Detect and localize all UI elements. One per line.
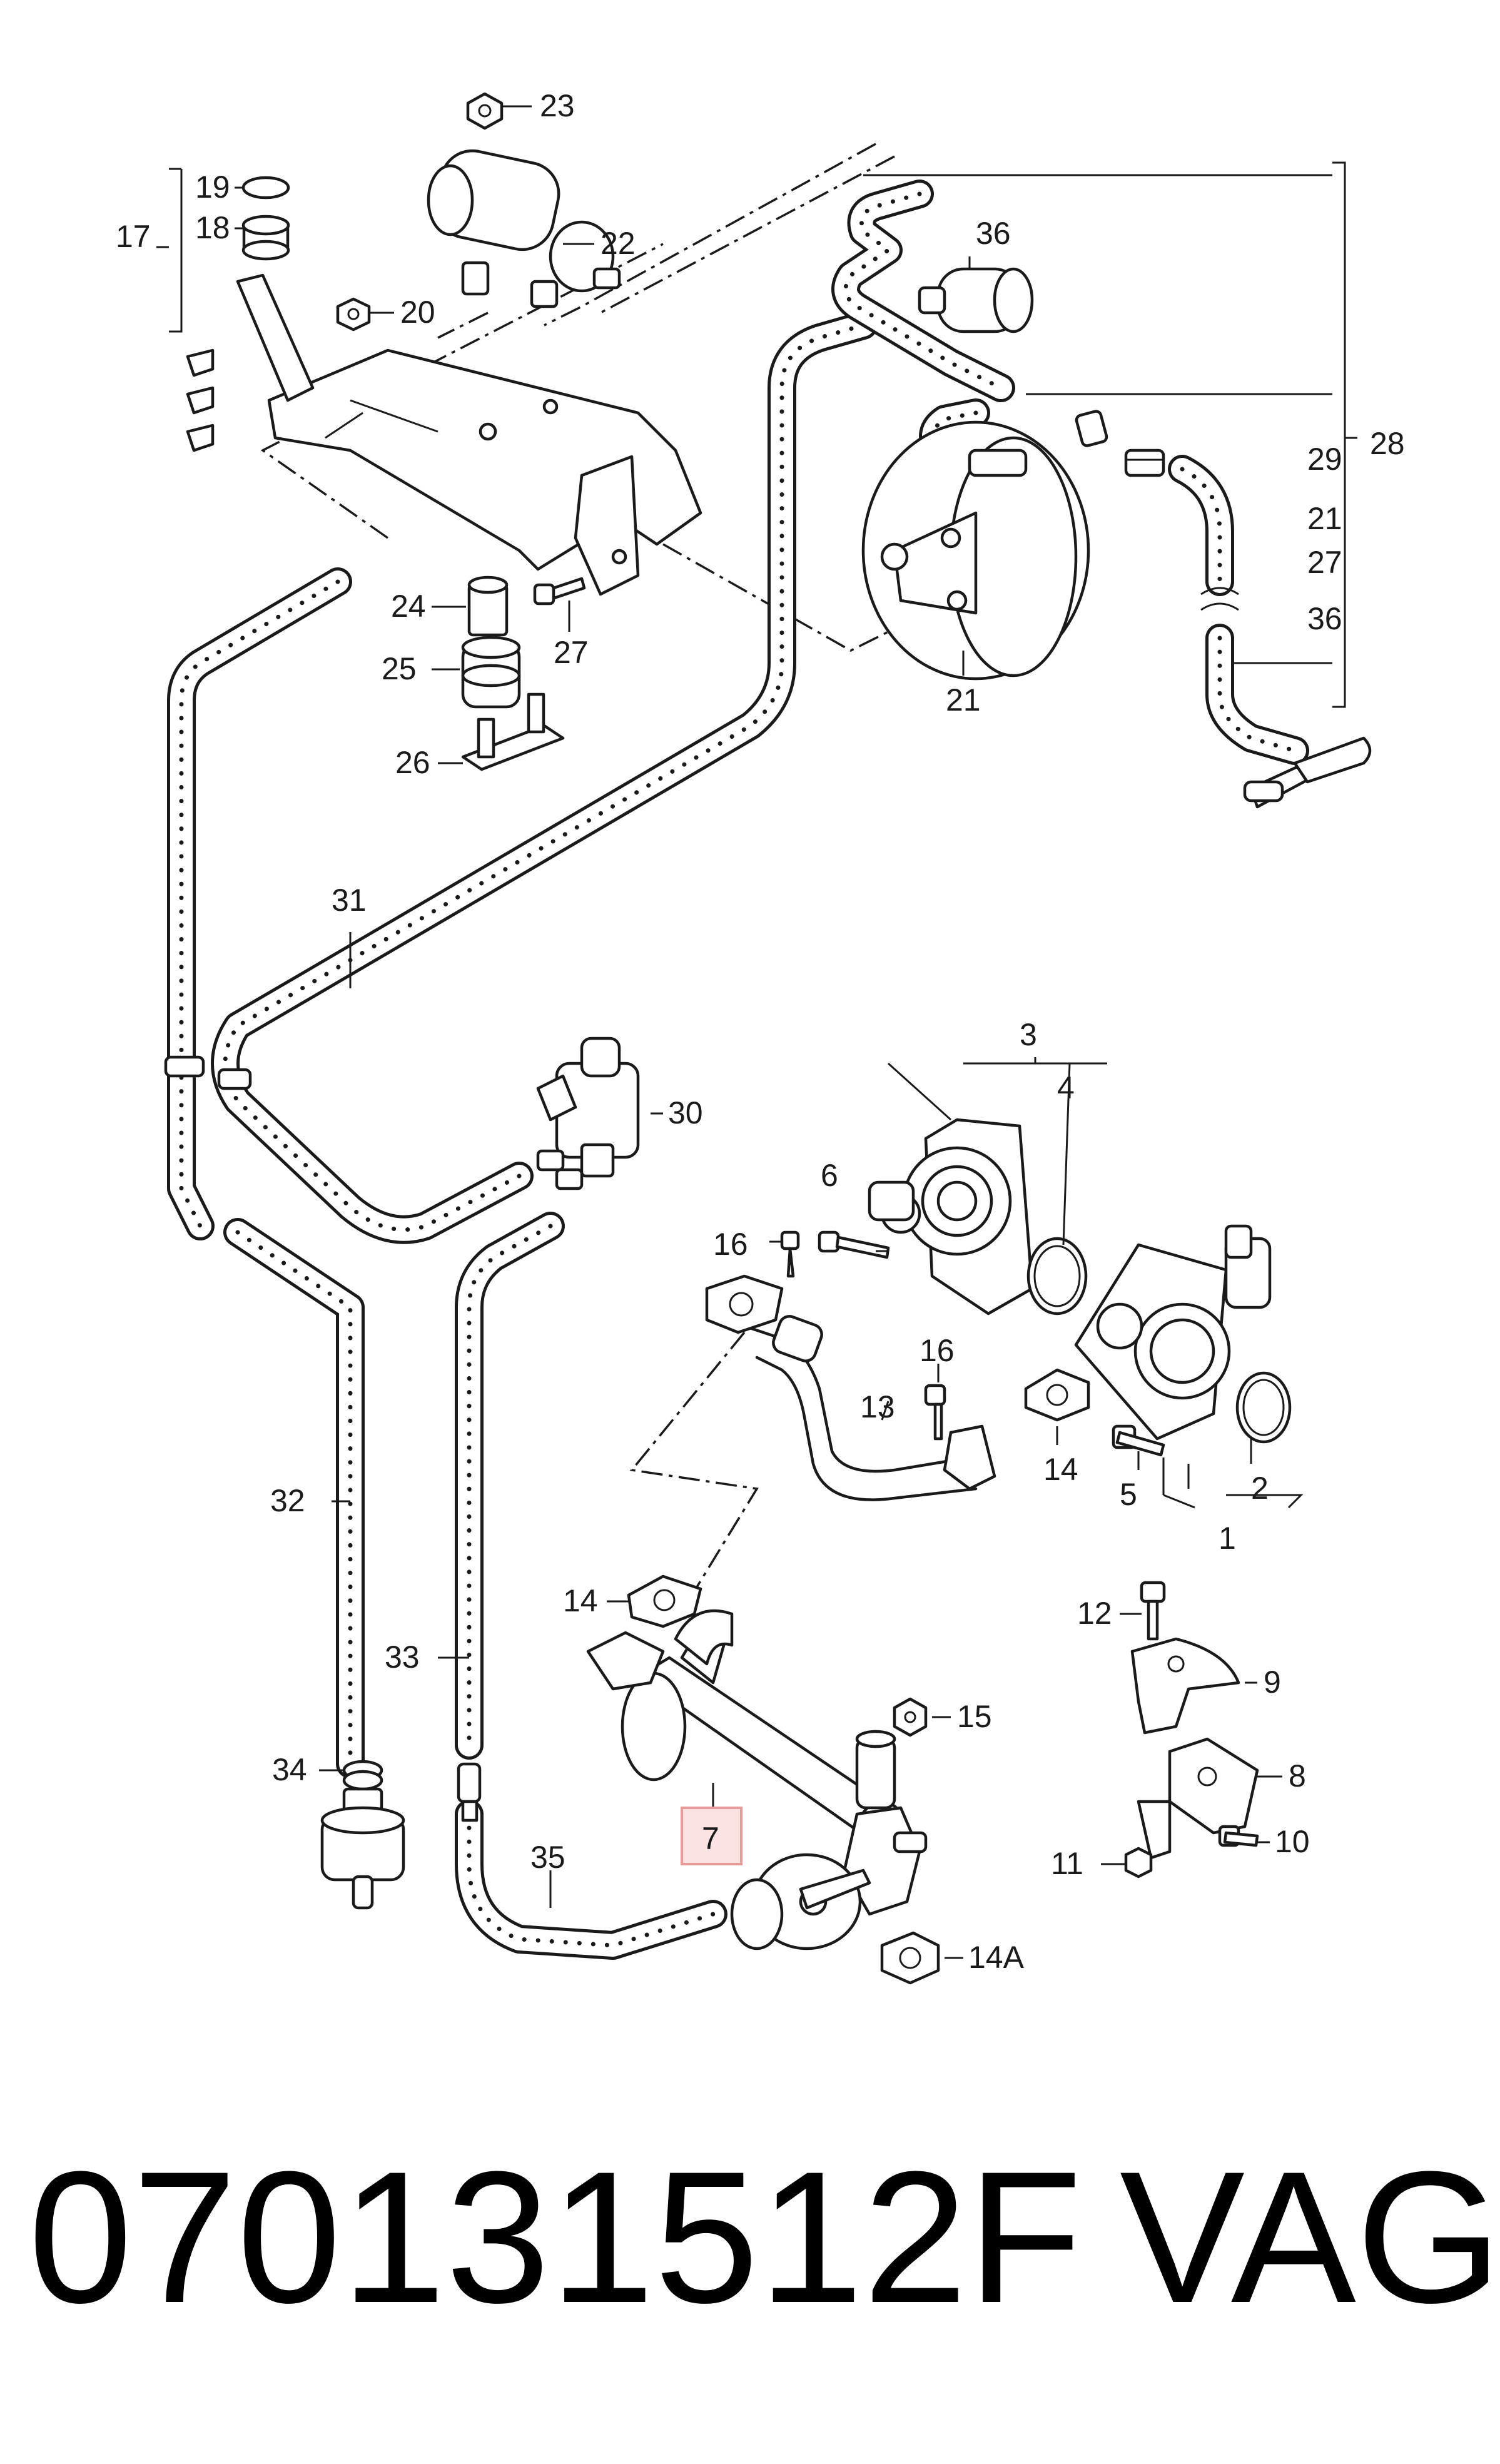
bracket-plate-26 (461, 692, 565, 771)
callout-11: 11 (1051, 1846, 1083, 1881)
check-valve-36 (918, 267, 1034, 333)
callout-26: 26 (395, 745, 430, 780)
callout-19: 19 (195, 170, 230, 205)
o-ring-4 (1026, 1237, 1088, 1316)
callout-10: 10 (1275, 1824, 1310, 1859)
callout-32: 32 (270, 1483, 305, 1518)
hose-clip (164, 1055, 252, 1090)
callout-25: 25 (382, 651, 417, 686)
callout-16b: 16 (920, 1333, 955, 1368)
grommet-18 (241, 176, 290, 261)
callout-23: 23 (540, 88, 575, 123)
spacer-24 (467, 575, 509, 637)
callout-17: 17 (116, 219, 151, 254)
nut-11 (1124, 1847, 1153, 1878)
callout-28: 28 (1370, 426, 1405, 461)
gasket-14-lower (627, 1574, 702, 1628)
nut-20 (336, 297, 371, 332)
callout-18: 18 (195, 210, 230, 245)
solenoid-valve-30 (536, 1037, 640, 1190)
callout-2: 2 (1251, 1471, 1269, 1506)
hose-lines (167, 180, 1309, 1960)
hose-end-35 (457, 1762, 482, 1822)
gasket-14A (880, 1931, 940, 1985)
bolt-10 (1218, 1825, 1259, 1847)
intake-flange-1 (1074, 1224, 1272, 1441)
brand-name: VAG (1120, 2132, 1500, 2342)
callout-24: 24 (391, 589, 426, 624)
bolt-16-lower (924, 1384, 946, 1441)
bracket-9 (1130, 1637, 1240, 1735)
callout-22: 22 (601, 226, 636, 261)
bracket-assembly (186, 273, 702, 596)
callout-30: 30 (668, 1095, 703, 1130)
callout-1: 1 (1219, 1521, 1236, 1556)
callout-labels: 23 22 19 18 17 20 24 25 26 27 21 36 29 2… (116, 88, 1405, 1975)
callout-21a: 21 (946, 682, 981, 717)
filter (320, 1787, 405, 1910)
egr-cooler-7 (586, 1609, 928, 1950)
callout-27a: 27 (554, 635, 589, 670)
highlight-box-7 (681, 1807, 742, 1865)
callout-36b: 36 (1307, 601, 1342, 636)
callout-31: 31 (332, 883, 367, 918)
gasket-14-upper (1024, 1368, 1090, 1422)
connector-29 (1075, 410, 1165, 477)
hose-clamp-34 (342, 1760, 383, 1791)
callout-34: 34 (272, 1752, 307, 1787)
hose-end-fitting (1243, 736, 1372, 809)
bolt-16 (780, 1230, 800, 1278)
callout-36a: 36 (976, 216, 1011, 251)
callout-9: 9 (1264, 1665, 1281, 1700)
callout-27b: 27 (1307, 545, 1342, 580)
nut-15 (893, 1697, 928, 1737)
callout-12: 12 (1077, 1596, 1112, 1631)
part-number: 070131512F (28, 2132, 1082, 2342)
callout-3: 3 (1020, 1017, 1037, 1052)
bolt-27 (533, 577, 586, 606)
hose-break-mark (1200, 587, 1239, 611)
callout-8: 8 (1289, 1758, 1306, 1793)
bolt-5 (1112, 1424, 1165, 1457)
callout-7: 7 (702, 1821, 719, 1856)
callout-13: 13 (860, 1389, 895, 1424)
callout-4: 4 (1057, 1070, 1075, 1105)
callout-5: 5 (1120, 1477, 1137, 1512)
callout-33: 33 (385, 1640, 420, 1675)
rubber-mount-25 (461, 636, 521, 709)
callout-16a: 16 (713, 1227, 748, 1262)
callout-14a: 14 (1043, 1452, 1078, 1487)
callout-20: 20 (400, 295, 435, 330)
callout-14A: 14A (968, 1940, 1025, 1975)
bracket-8 (1137, 1737, 1259, 1860)
brake-booster-21 (861, 420, 1090, 681)
callout-14b: 14 (563, 1583, 598, 1618)
callout-29: 29 (1307, 442, 1342, 477)
bolt-12 (1140, 1581, 1166, 1641)
vacuum-valve-22 (427, 92, 621, 308)
bolt-6 (818, 1230, 890, 1259)
callout-15: 15 (957, 1699, 992, 1734)
throttle-body-3 (868, 1118, 1034, 1316)
leader-lines (156, 105, 1357, 1959)
callout-6: 6 (821, 1158, 838, 1193)
assembly-lines (260, 143, 914, 1602)
callout-35: 35 (530, 1840, 565, 1875)
callout-21b: 21 (1307, 501, 1342, 536)
egr-pipe-13 (705, 1274, 996, 1501)
o-ring-2 (1235, 1371, 1292, 1444)
